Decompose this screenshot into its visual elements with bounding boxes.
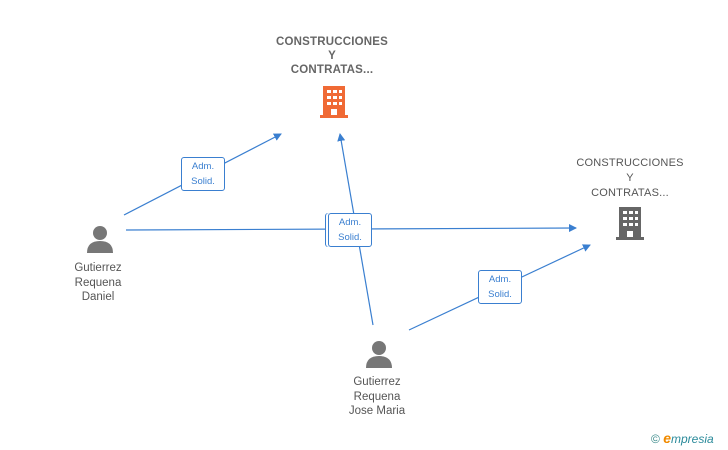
building-icon[interactable] [614,205,648,243]
person-1-name[interactable]: Gutierrez Requena Daniel [48,261,148,305]
person-1-name-line2: Requena [74,276,122,289]
edge-label-2[interactable]: Adm. Solid. [328,213,372,247]
company-2-name[interactable]: CONSTRUCCIONES Y CONTRATAS... [560,156,700,201]
edge-label-2-line2: Solid. [338,232,362,243]
edge-label-1[interactable]: Adm. Solid. [181,157,225,191]
edge-label-3-line1: Adm. [488,274,512,285]
person-2-name-line1: Gutierrez [353,376,401,388]
company-1-name-line1: CONSTRUCCIONES [275,36,389,48]
brand-initial: e [663,430,671,446]
person-icon[interactable] [85,224,115,254]
company-1-name-line3: CONTRATAS... [290,64,374,76]
edge-label-2-line1: Adm. [338,217,362,228]
company-2-name-line2: Y [626,172,634,184]
person-2-name-line2: Requena [353,390,401,403]
brand-name: mpresia [670,432,714,446]
person-2-name[interactable]: Gutierrez Requena Jose Maria [322,375,432,419]
company-2-name-line1: CONSTRUCCIONES [576,157,684,169]
company-1-name[interactable]: CONSTRUCCIONES Y CONTRATAS... [256,35,408,77]
empresia-logo[interactable]: © empresia [651,430,714,446]
edge-label-3[interactable]: Adm. Solid. [478,270,522,304]
company-1-name-line2: Y [328,50,336,62]
edge-label-1-line1: Adm. [191,161,215,172]
person-icon[interactable] [364,339,394,369]
company-2-name-line3: CONTRATAS... [591,187,669,199]
person-1-name-line3: Daniel [81,291,115,303]
person-2-name-line3: Jose Maria [348,405,406,417]
edge-label-1-line2: Solid. [191,176,215,187]
edge-label-3-line2: Solid. [488,289,512,300]
person-1-name-line1: Gutierrez [74,262,122,274]
copyright-symbol: © [651,432,660,446]
building-icon[interactable] [318,84,352,120]
